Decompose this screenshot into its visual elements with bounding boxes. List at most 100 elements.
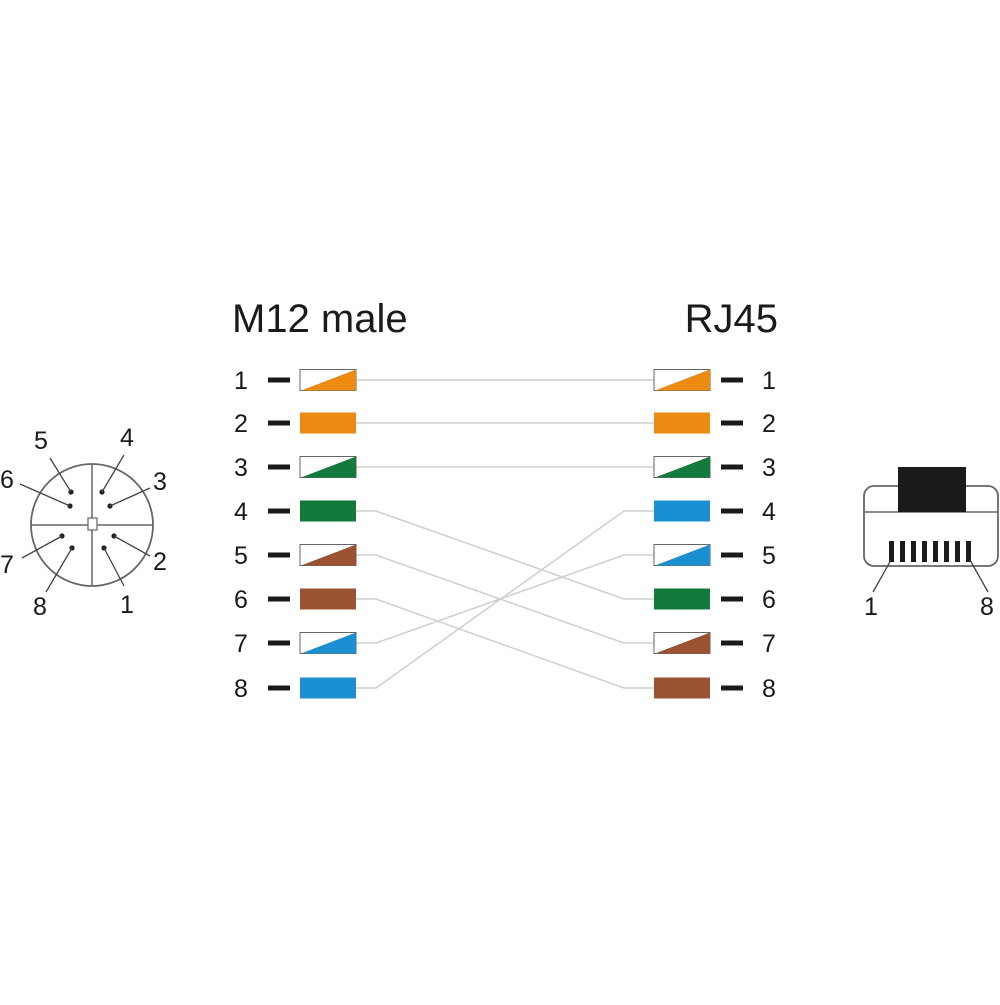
rj45-pin-dash bbox=[721, 685, 743, 691]
rj45-pin-number: 3 bbox=[762, 454, 776, 482]
m12-pin-row-6: 6 bbox=[234, 586, 356, 614]
rj45-pin-dash bbox=[721, 420, 743, 426]
rj45-title: RJ45 bbox=[685, 297, 778, 341]
rj45-wire-swatch-solid bbox=[654, 412, 710, 434]
m12-wire-swatch-color bbox=[301, 632, 356, 654]
m12-face-label: 3 bbox=[153, 468, 167, 496]
m12-pin-number: 2 bbox=[234, 410, 248, 438]
rj45-pin-row-4: 4 bbox=[654, 498, 776, 526]
rj45-contact bbox=[922, 541, 927, 562]
m12-pin-dash bbox=[268, 685, 290, 691]
rj45-pin-dash bbox=[721, 640, 743, 646]
rj45-contact bbox=[933, 541, 938, 562]
rj45-contact bbox=[966, 541, 971, 562]
wire-6-to-8 bbox=[356, 598, 654, 689]
m12-pin-dash bbox=[268, 464, 290, 470]
m12-pin-number: 5 bbox=[234, 542, 248, 570]
rj45-face-label: 8 bbox=[980, 593, 994, 621]
m12-face-view: 5 4 6 3 7 2 8 1 bbox=[0, 424, 167, 621]
m12-pin-row-1: 1 bbox=[234, 367, 357, 395]
rj45-wire-swatch-color bbox=[655, 456, 710, 478]
rj45-wire-swatch-color bbox=[655, 369, 710, 391]
rj45-contacts bbox=[889, 541, 971, 562]
wire-group bbox=[356, 379, 654, 689]
m12-wire-swatch-color bbox=[301, 456, 356, 478]
rj45-pin-number: 7 bbox=[762, 630, 776, 658]
rj45-leader bbox=[969, 559, 989, 593]
rj45-pin-number: 6 bbox=[762, 586, 776, 614]
rj45-contact bbox=[889, 541, 894, 562]
rj45-face-view: 1 8 bbox=[863, 467, 999, 621]
rj45-pin-dash bbox=[721, 464, 743, 470]
m12-pin-number: 4 bbox=[234, 498, 248, 526]
rj45-pin-row-8: 8 bbox=[654, 675, 776, 703]
rj45-pin-row-3: 3 bbox=[653, 454, 776, 482]
m12-pin-dash bbox=[268, 420, 290, 426]
m12-leader bbox=[109, 487, 151, 507]
m12-pin-dash bbox=[268, 640, 290, 646]
m12-pin-row-8: 8 bbox=[234, 675, 356, 703]
m12-pin-list: 1 2 3 4 5 6 7 8 bbox=[234, 367, 357, 703]
rj45-pin-row-2: 2 bbox=[654, 410, 776, 438]
m12-pin-number: 8 bbox=[234, 675, 248, 703]
m12-face-label: 6 bbox=[0, 466, 14, 494]
rj45-pin-number: 1 bbox=[762, 367, 776, 395]
m12-center-pin bbox=[87, 517, 98, 531]
m12-pin-number: 1 bbox=[234, 367, 248, 395]
rj45-wire-swatch-color bbox=[655, 632, 710, 654]
rj45-pin-row-6: 6 bbox=[654, 586, 776, 614]
rj45-pin-number: 5 bbox=[762, 542, 776, 570]
rj45-latch bbox=[898, 467, 966, 512]
rj45-pin-dash bbox=[721, 552, 743, 558]
m12-wire-swatch-solid bbox=[300, 588, 356, 610]
rj45-contact bbox=[955, 541, 960, 562]
m12-title: M12 male bbox=[232, 297, 408, 341]
rj45-face-label: 1 bbox=[864, 593, 878, 621]
rj45-pin-number: 4 bbox=[762, 498, 776, 526]
m12-leader bbox=[49, 457, 72, 493]
rj45-pin-row-1: 1 bbox=[653, 367, 776, 395]
m12-pin-dash bbox=[268, 596, 290, 602]
m12-face-label: 7 bbox=[0, 551, 14, 579]
m12-leader bbox=[101, 454, 125, 493]
rj45-pin-number: 2 bbox=[762, 410, 776, 438]
rj45-wire-swatch-color bbox=[655, 544, 710, 566]
rj45-leader bbox=[872, 559, 892, 593]
m12-pin-row-2: 2 bbox=[234, 410, 356, 438]
m12-wire-swatch-color bbox=[301, 369, 356, 391]
m12-leader bbox=[113, 535, 151, 557]
m12-wire-swatch-solid bbox=[300, 412, 356, 434]
m12-face-label: 5 bbox=[34, 427, 48, 455]
m12-pin-number: 6 bbox=[234, 586, 248, 614]
m12-pin-row-4: 4 bbox=[234, 498, 356, 526]
m12-pin-number: 3 bbox=[234, 454, 248, 482]
m12-leader bbox=[103, 547, 125, 587]
rj45-pin-number: 8 bbox=[762, 675, 776, 703]
m12-pin-row-3: 3 bbox=[234, 454, 357, 482]
m12-leader bbox=[21, 535, 63, 559]
m12-wire-swatch-color bbox=[301, 544, 356, 566]
m12-face-label: 8 bbox=[33, 593, 47, 621]
wire-8-to-4 bbox=[356, 510, 654, 689]
m12-pin-row-7: 7 bbox=[234, 630, 357, 658]
m12-pin-dash bbox=[268, 552, 290, 558]
m12-wire-swatch-solid bbox=[300, 500, 356, 522]
rj45-wire-swatch-solid bbox=[654, 500, 710, 522]
rj45-pin-row-7: 7 bbox=[653, 630, 776, 658]
m12-face-label: 4 bbox=[120, 424, 134, 452]
rj45-contact bbox=[900, 541, 905, 562]
wire-5-to-7 bbox=[356, 554, 654, 644]
m12-pin-dash bbox=[268, 508, 290, 514]
m12-pin-number: 7 bbox=[234, 630, 248, 658]
rj45-pin-dash bbox=[721, 596, 743, 602]
m12-leader bbox=[45, 547, 73, 593]
rj45-pin-list: 1 2 3 4 5 6 7 8 bbox=[653, 367, 776, 703]
rj45-pin-dash bbox=[721, 377, 743, 383]
m12-pin-dash bbox=[268, 377, 290, 383]
rj45-pin-row-5: 5 bbox=[653, 542, 776, 570]
wire-4-to-6 bbox=[356, 510, 654, 600]
rj45-contact bbox=[911, 541, 916, 562]
rj45-wire-swatch-solid bbox=[654, 588, 710, 610]
rj45-wire-swatch-solid bbox=[654, 677, 710, 699]
